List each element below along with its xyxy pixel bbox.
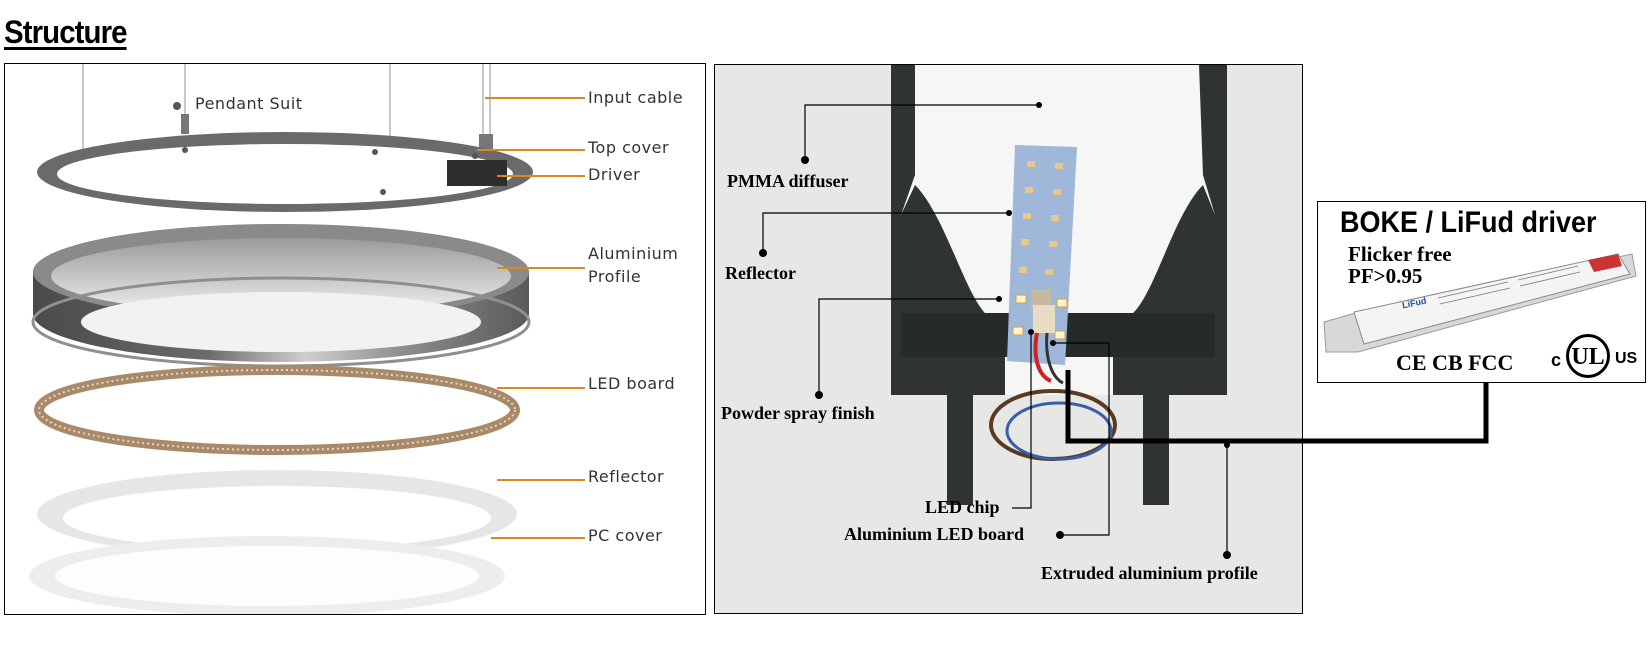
photo-pointer-dots: [759, 102, 1231, 559]
label-aluminium-profile-line2: Profile: [588, 267, 642, 286]
label-led-board: LED board: [588, 374, 676, 393]
reflector-ring: [37, 470, 517, 558]
label-driver: Driver: [588, 165, 641, 184]
label-pendant-suit: Pendant Suit: [195, 94, 303, 113]
profile-cross-section-illustration: [759, 65, 1231, 559]
led-board-ring: [34, 365, 520, 455]
top-cover-ring: [37, 132, 533, 212]
label-powder-spray-finish: Powder spray finish: [721, 403, 875, 423]
profile-photo-diagram: PMMA diffuser Reflector Powder spray fin…: [714, 64, 1303, 614]
label-pc-cover: PC cover: [588, 526, 663, 545]
exploded-structure-diagram: Pendant Suit Input cable Top cover Drive…: [4, 63, 706, 615]
label-aluminium-profile-line1: Aluminium: [588, 244, 679, 263]
label-extruded-aluminium-profile: Extruded aluminium profile: [1041, 563, 1258, 583]
ul-listing-mark: c UL US: [1551, 332, 1641, 380]
leader-lines: [477, 97, 585, 539]
driver-device-image: [1323, 253, 1637, 353]
ul-c-prefix: c: [1551, 350, 1562, 370]
page-title: Structure: [4, 14, 128, 50]
label-led-chip: LED chip: [925, 497, 1000, 517]
ul-us-suffix: US: [1615, 350, 1638, 367]
flicker-free-text: Flicker free: [1348, 242, 1452, 266]
label-input-cable: Input cable: [588, 88, 684, 107]
label-reflector: Reflector: [588, 467, 665, 486]
label-photo-reflector: Reflector: [725, 263, 796, 283]
pc-cover-ring: [29, 536, 505, 614]
power-factor-text: PF>0.95: [1348, 264, 1423, 288]
driver-info-box: BOKE / LiFud driver Flicker free PF>0.95…: [1317, 201, 1646, 383]
driver-box-title: BOKE / LiFud driver: [1340, 206, 1597, 239]
certification-marks: CE CB FCC: [1396, 350, 1514, 375]
label-pmma-diffuser: PMMA diffuser: [727, 171, 849, 191]
label-top-cover: Top cover: [588, 138, 670, 157]
aluminium-profile-ring: [31, 224, 531, 368]
exploded-view-illustration: [29, 64, 585, 614]
led-board-strip: [1007, 145, 1077, 385]
ul-logo-icon: UL: [1566, 334, 1610, 378]
driver-component: [447, 160, 507, 186]
label-aluminium-led-board: Aluminium LED board: [844, 524, 1025, 544]
